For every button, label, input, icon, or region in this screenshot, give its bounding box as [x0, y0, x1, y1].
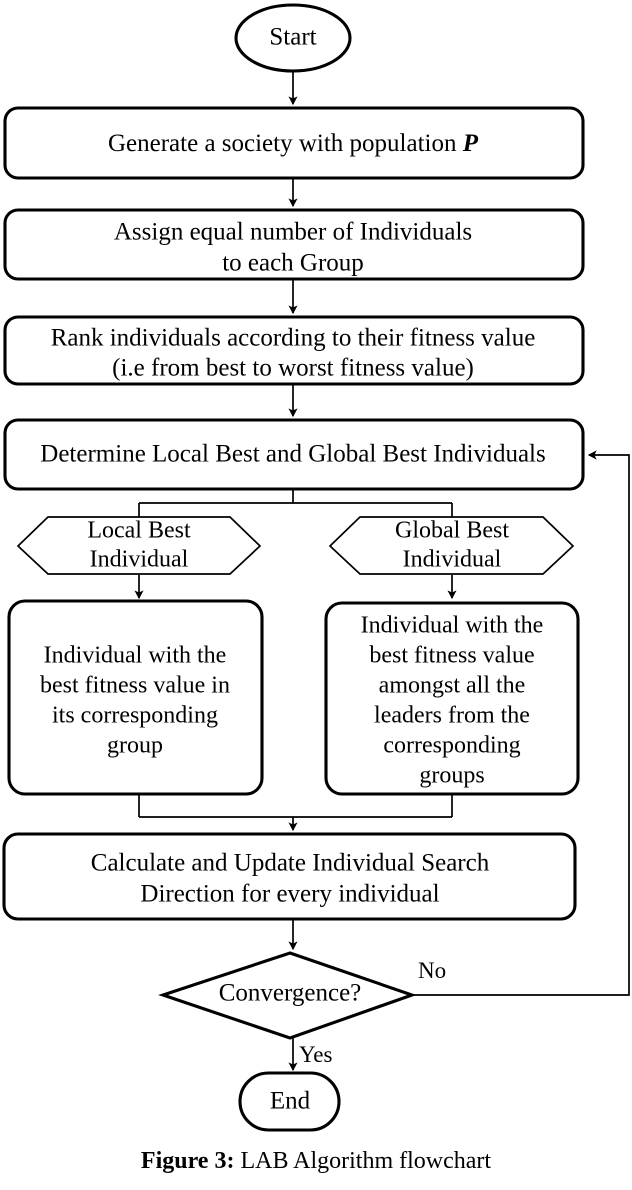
- node-global-desc[interactable]: Individual with the best fitness value a…: [324, 601, 580, 796]
- figure-caption-label: Figure 3:: [140, 1148, 235, 1174]
- local-best-label-line2: Individual: [90, 547, 189, 573]
- local-desc-line3: its corresponding: [52, 703, 218, 729]
- global-best-label-line2: Individual: [403, 547, 502, 573]
- determine-label: Determine Local Best and Global Best Ind…: [40, 441, 545, 468]
- global-best-hexagon: [328, 516, 575, 575]
- global-desc-line3: amongst all the: [379, 673, 526, 699]
- global-best-label-line1: Global Best: [395, 518, 509, 544]
- global-desc-line5: corresponding: [383, 733, 520, 759]
- figure-caption: Figure 3: LAB Algorithm flowchart: [0, 1148, 632, 1175]
- generate-box: [3, 106, 585, 180]
- node-calculate[interactable]: Calculate and Update Individual Search D…: [2, 832, 577, 921]
- start-ellipse: [234, 3, 352, 73]
- node-local-desc[interactable]: Individual with the best fitness value i…: [7, 599, 264, 796]
- global-desc-line4: leaders from the: [374, 703, 530, 729]
- figure-caption-text: LAB Algorithm flowchart: [240, 1148, 492, 1174]
- node-rank[interactable]: Rank individuals according to their fitn…: [3, 315, 585, 386]
- node-assign[interactable]: Assign equal number of Individuals to ea…: [3, 208, 585, 281]
- generate-label-text: Generate a society with population: [108, 130, 463, 157]
- start-label: Start: [269, 24, 316, 51]
- generate-label: Generate a society with population P: [108, 130, 479, 157]
- assign-label-line2: to each Group: [222, 250, 364, 277]
- end-label: End: [270, 1088, 311, 1115]
- calculate-line1: Calculate and Update Individual Search: [91, 850, 490, 877]
- convergence-diamond: [158, 951, 417, 1040]
- node-determine[interactable]: Determine Local Best and Global Best Ind…: [3, 418, 585, 491]
- generate-label-variable: P: [462, 130, 479, 157]
- local-desc-line4: group: [107, 733, 163, 759]
- determine-box: [3, 418, 585, 491]
- node-convergence[interactable]: Convergence?: [158, 951, 417, 1040]
- global-desc-box: [324, 601, 580, 796]
- rank-label-line1: Rank individuals according to their fitn…: [51, 325, 536, 352]
- node-end[interactable]: End: [238, 1071, 341, 1132]
- local-desc-line2: best fitness value in: [40, 673, 230, 699]
- calculate-box: [2, 832, 577, 921]
- edge-merge-bus: [138, 794, 453, 818]
- end-shape: [238, 1071, 341, 1132]
- edge-convergence-no-feedback: [412, 450, 630, 996]
- node-local-best[interactable]: Local Best Individual: [16, 516, 262, 575]
- global-desc-line2: best fitness value: [369, 643, 534, 669]
- edge-label-yes: Yes: [299, 1042, 333, 1067]
- edge-label-no: No: [418, 958, 446, 983]
- calculate-line2: Direction for every individual: [140, 881, 439, 908]
- local-best-label-line1: Local Best: [87, 518, 191, 544]
- rank-label-line2: (i.e from best to worst fitness value): [112, 355, 474, 382]
- node-start[interactable]: Start: [234, 3, 352, 73]
- local-best-hexagon: [16, 516, 262, 575]
- convergence-label: Convergence?: [219, 980, 362, 1007]
- local-desc-line1: Individual with the: [44, 643, 227, 669]
- global-desc-line1: Individual with the: [361, 613, 544, 639]
- local-desc-box: [7, 599, 264, 796]
- node-global-best[interactable]: Global Best Individual: [328, 516, 575, 575]
- assign-label-line1: Assign equal number of Individuals: [114, 219, 472, 246]
- global-desc-line6: groups: [419, 763, 484, 789]
- assign-box: [3, 208, 585, 281]
- rank-box: [3, 315, 585, 386]
- edge-determine-split-bus: [139, 489, 452, 504]
- node-generate[interactable]: Generate a society with population P: [3, 106, 585, 180]
- connectors: [134, 71, 630, 1072]
